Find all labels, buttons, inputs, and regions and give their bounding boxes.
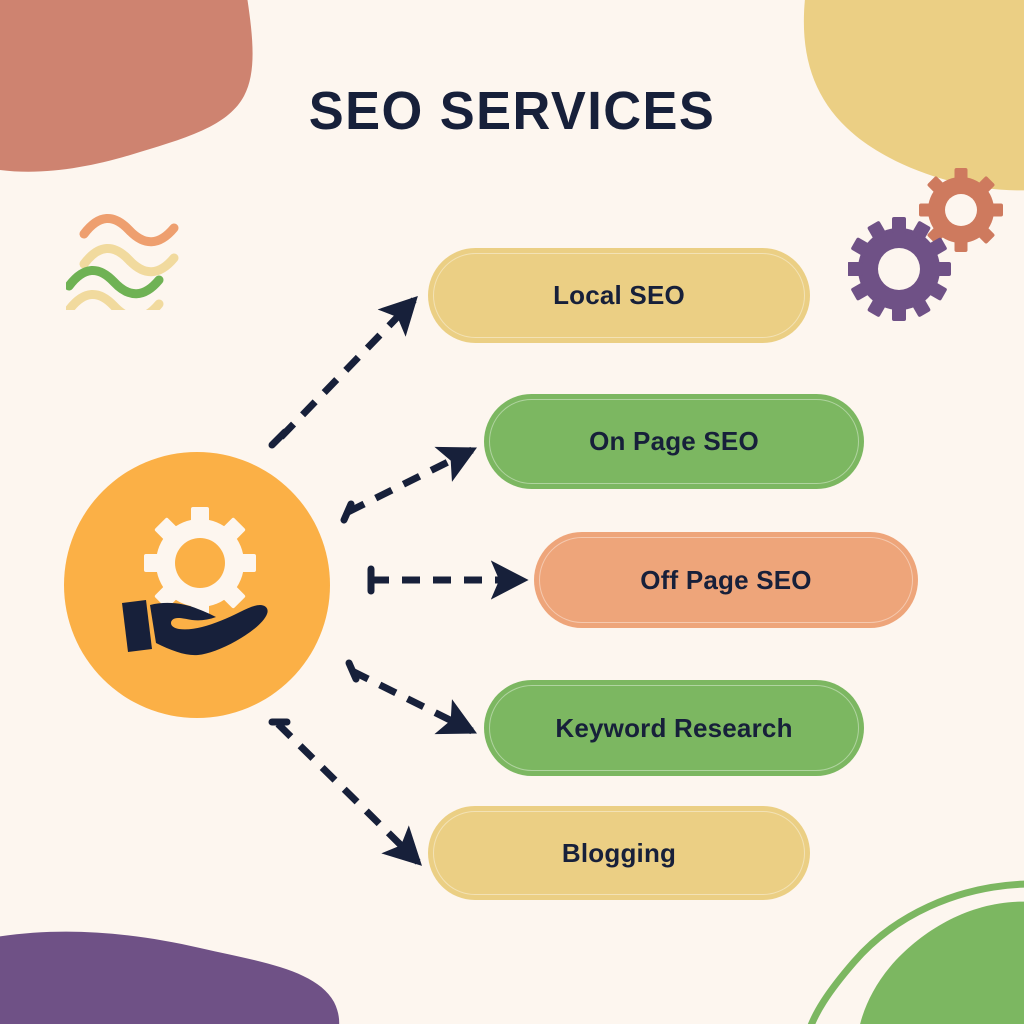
decorative-gear-small-icon xyxy=(919,168,1003,252)
service-pill-off-page-seo[interactable]: Off Page SEO xyxy=(534,532,918,628)
arc-bottom-right xyxy=(807,880,1024,1024)
blob-bottom-left xyxy=(0,931,340,1024)
service-pill-label: Local SEO xyxy=(553,280,685,310)
blob-bottom-right xyxy=(860,901,1024,1024)
blob-top-left xyxy=(0,0,253,172)
hand-shape xyxy=(122,600,268,656)
service-pill-label: Keyword Research xyxy=(555,712,793,743)
wavy-line-1 xyxy=(79,214,179,247)
hand-holding-gear-icon xyxy=(122,507,268,656)
wavy-line-3 xyxy=(66,266,164,299)
service-pill-label: Blogging xyxy=(561,837,677,868)
service-pill-blogging[interactable]: Blogging xyxy=(428,806,810,900)
arrow-to-blogging xyxy=(268,718,422,866)
page-title: SEO SERVICES xyxy=(308,81,716,141)
decorative-gear-large-icon xyxy=(848,217,951,321)
center-node xyxy=(64,452,330,718)
blob-top-right xyxy=(803,0,1024,191)
arrow-to-off-page-seo xyxy=(367,560,529,600)
gear-cluster-decoration xyxy=(848,168,1003,321)
service-pill-on-page-seo[interactable]: On Page SEO xyxy=(484,394,864,489)
wavy-line-4 xyxy=(66,290,164,310)
service-pill-local-seo[interactable]: Local SEO xyxy=(428,248,810,343)
arrow-to-keyword-research xyxy=(345,659,478,735)
arrow-to-on-page-seo xyxy=(340,446,478,524)
wavy-lines-decoration xyxy=(66,214,179,310)
arrow-to-local-seo xyxy=(268,295,418,449)
service-pill-label: On Page SEO xyxy=(589,426,759,456)
gear-shape xyxy=(144,507,256,619)
service-pill-label: Off Page SEO xyxy=(640,564,812,595)
wavy-line-2 xyxy=(79,244,179,277)
service-pill-keyword-research[interactable]: Keyword Research xyxy=(484,680,864,776)
